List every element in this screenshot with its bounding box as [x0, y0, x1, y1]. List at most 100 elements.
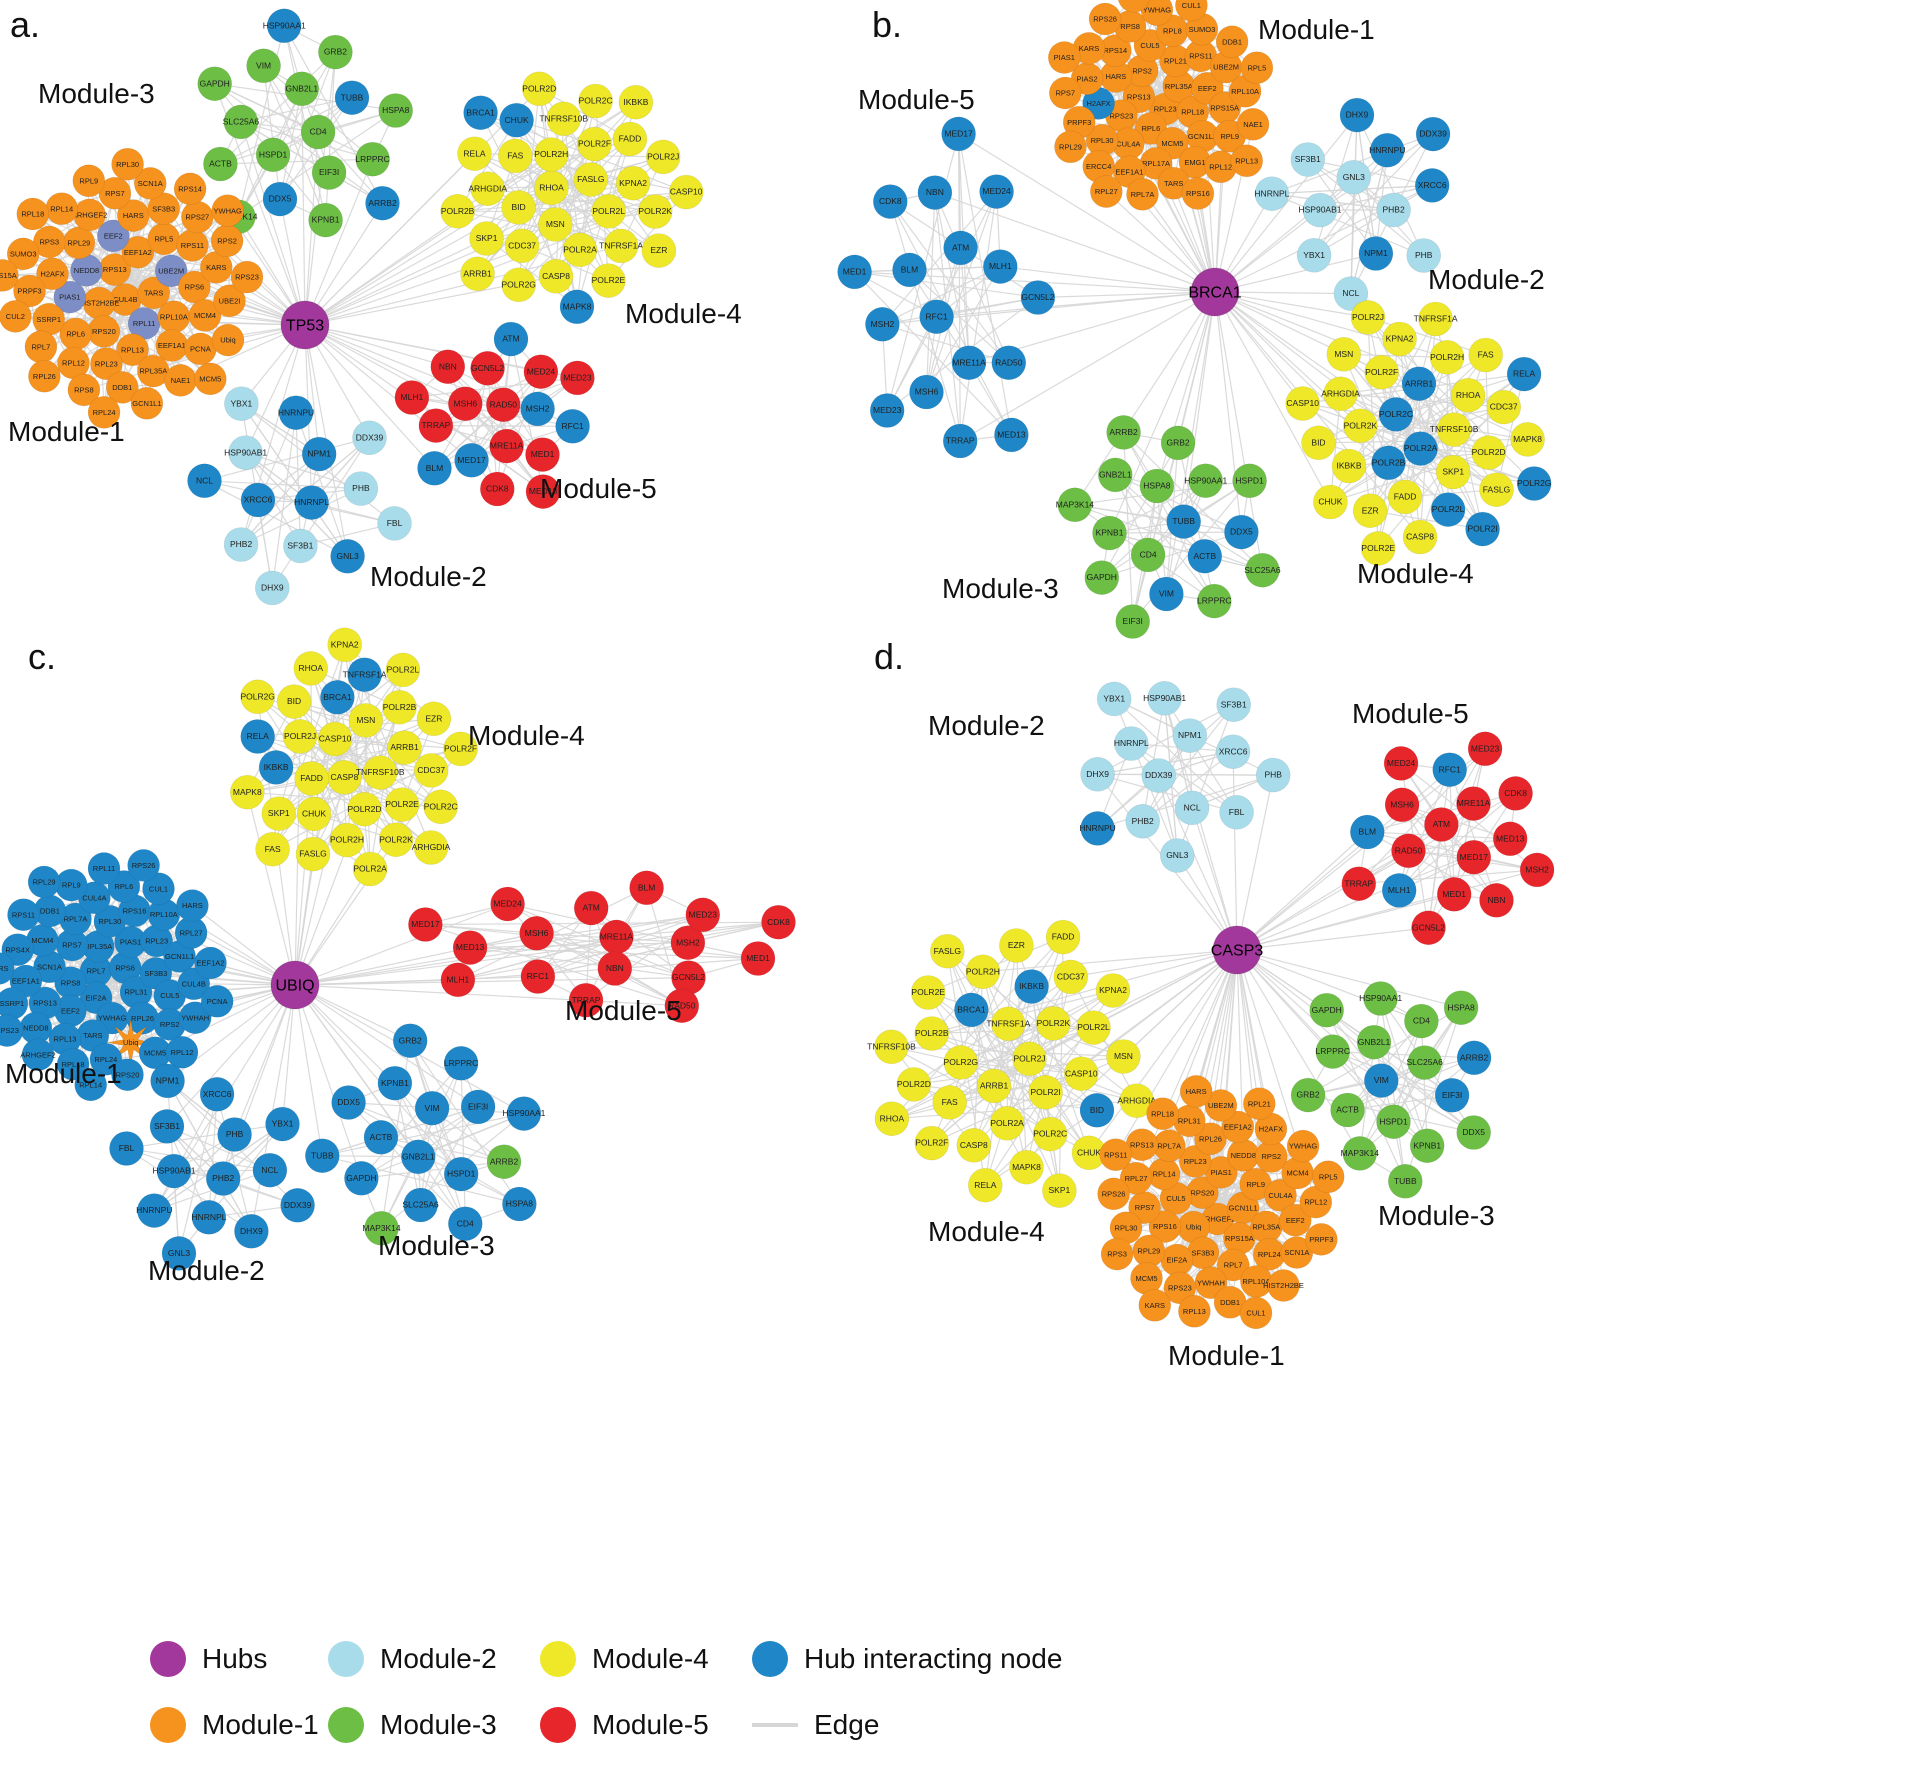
gene-node-npm1 [1172, 718, 1208, 753]
gene-node-rfc1 [1432, 752, 1467, 788]
gene-node-tnfrsf10b [874, 1029, 909, 1065]
edge [208, 1094, 218, 1218]
legend-label-module-4: Module-4 [592, 1643, 709, 1674]
gene-node-mre11a [489, 428, 524, 464]
edge [294, 984, 362, 1179]
module-3-swatch-icon [328, 1707, 364, 1743]
gene-node-sf3b1 [149, 1109, 185, 1144]
edge [1356, 114, 1425, 256]
edge [126, 1147, 252, 1232]
gene-node-kpnb1 [377, 1065, 413, 1101]
edge [240, 121, 306, 326]
gene-node-slc25a6 [223, 104, 259, 140]
gene-node-xrcc6 [1414, 168, 1450, 203]
gene-node-rpl18 [16, 197, 50, 231]
gene-node-fadd [612, 121, 648, 157]
gene-node-rpl23 [1178, 1145, 1212, 1178]
gene-node-nae1 [1236, 108, 1270, 141]
edge [204, 437, 370, 482]
gene-node-polr2d [1471, 435, 1506, 470]
gene-node-fadd [1045, 919, 1081, 955]
legend-label-module-3: Module-3 [380, 1709, 497, 1740]
gene-node-polr2f [577, 126, 612, 162]
legend-label-edge: Edge [814, 1709, 880, 1740]
edge [425, 923, 537, 934]
gene-node-polr2k [1343, 408, 1378, 444]
legend-label-module-2: Module-2 [380, 1643, 497, 1674]
edge [934, 192, 1010, 363]
gene-node-sf3b3 [147, 192, 180, 225]
edge [304, 324, 448, 368]
gene-node-rhoa [874, 1101, 910, 1136]
gene-node-ezr [1352, 493, 1388, 529]
gene-node-med17 [1456, 839, 1492, 875]
gene-node-cul1 [142, 872, 175, 906]
edge [1313, 114, 1358, 256]
gene-node-ybx1 [1296, 238, 1332, 273]
edge [958, 133, 1012, 436]
gene-node-bid [276, 684, 312, 719]
gene-node-rpl26 [1194, 1122, 1227, 1156]
gene-node-arrb2 [1106, 415, 1141, 450]
gene-node-actb [363, 1120, 399, 1155]
edge [216, 1094, 252, 1232]
gene-node-hsp90aa1 [1363, 981, 1398, 1016]
edge [1313, 133, 1434, 256]
gene-node-gnb2l1 [1098, 457, 1133, 493]
gene-node-vim [1149, 576, 1184, 612]
gene-node-rps11 [1099, 1138, 1132, 1171]
edge [425, 921, 779, 926]
panel-d-module-3-label: Module-3 [1378, 1200, 1495, 1231]
edge [1236, 949, 1475, 1133]
gene-node-tnfrsf1a [603, 228, 639, 264]
gene-node-grb2 [392, 1023, 428, 1058]
edge [957, 133, 961, 442]
edge [1088, 949, 1238, 1154]
panel-d-module-2-label: Module-2 [928, 710, 1045, 741]
gene-node-hnrnpl [1114, 726, 1149, 761]
edge [304, 324, 472, 461]
gene-node-rps14 [173, 172, 207, 206]
gene-node-fas [497, 138, 533, 174]
edge [1236, 949, 1462, 1009]
edge [1115, 949, 1238, 1156]
gene-node-fadd [294, 761, 329, 796]
gene-node-gnb2l1 [400, 1139, 436, 1175]
gene-node-med13 [452, 930, 488, 965]
gene-node-cul1 [1175, 0, 1208, 22]
edge [607, 191, 687, 281]
gene-node-sf3b1 [1290, 142, 1326, 177]
gene-node-hspa8 [378, 93, 414, 128]
edge [886, 316, 938, 411]
gene-node-rhoa [1450, 377, 1486, 413]
gene-node-polr2l [1430, 492, 1466, 527]
gene-node-skp1 [1042, 1173, 1077, 1208]
edge [457, 191, 687, 212]
edge [1214, 252, 1377, 293]
gene-node-ikbkb [1014, 969, 1049, 1004]
gene-node-mre11a [599, 919, 634, 955]
edge [925, 192, 936, 393]
edge [470, 914, 703, 949]
gene-node-dhx9 [1080, 756, 1115, 792]
gene-node-med23 [560, 360, 595, 396]
edge [590, 907, 689, 979]
panel-c-module-5-label: Module-5 [565, 995, 682, 1026]
gene-node-rps20 [111, 1058, 144, 1091]
gene-node-kpnb1 [1092, 515, 1127, 551]
edge [1158, 775, 1238, 951]
gene-node-hsp90aa1 [506, 1096, 542, 1131]
edge [336, 696, 403, 805]
gene-node-kpnb1 [1409, 1128, 1445, 1163]
gene-node-eef1a2 [1221, 1110, 1255, 1144]
edge [1319, 133, 1434, 211]
gene-node-rpl7 [1216, 1248, 1250, 1282]
gene-node-med24 [523, 354, 559, 390]
edge [1114, 474, 1167, 595]
gene-node-gnl3 [161, 1236, 197, 1271]
gene-node-mre11a [1456, 786, 1491, 821]
gene-node-rhoa [534, 170, 569, 206]
gene-node-mapk8 [559, 289, 595, 325]
edge [304, 182, 634, 326]
